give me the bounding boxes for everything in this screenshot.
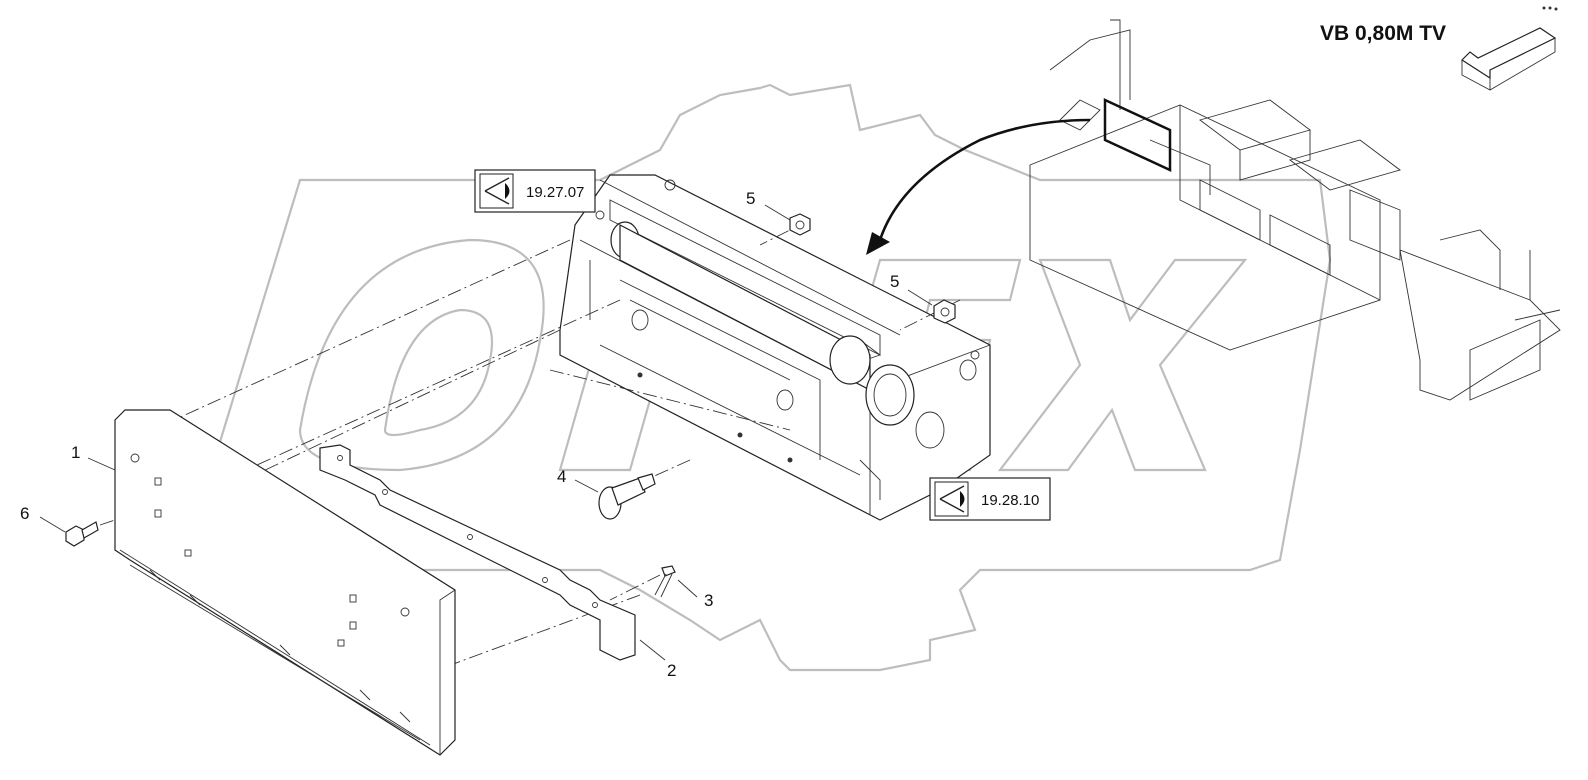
callout-2: 2 <box>667 661 676 680</box>
part-3-screw <box>654 565 676 598</box>
callout-1: 1 <box>71 443 80 462</box>
header-title: VB 0,80M TV <box>1320 22 1446 45</box>
part-4-bolt <box>598 473 656 520</box>
curved-pointer-arrow <box>866 118 1091 255</box>
callout-3: 3 <box>704 591 713 610</box>
view-reference-19-27-07[interactable]: 19.27.07 <box>474 169 596 213</box>
callout-6: 6 <box>20 504 29 523</box>
leader-lines <box>39 204 933 661</box>
callout-5-lower: 5 <box>890 272 899 291</box>
part-2-strip <box>319 444 636 661</box>
callout-4: 4 <box>557 467 566 486</box>
ref-label-19-27-07: 19.27.07 <box>526 184 584 201</box>
part-5-nut-lower <box>933 299 956 324</box>
part-1-cover-panel <box>114 409 456 756</box>
eye-view-icon <box>934 481 969 517</box>
machine-overview <box>1029 19 1561 401</box>
main-frame-assembly <box>559 174 991 521</box>
view-reference-19-28-10[interactable]: 19.28.10 <box>929 477 1051 521</box>
eye-view-icon <box>479 173 514 209</box>
part-6-bolt <box>65 521 99 547</box>
part-5-nut-upper <box>789 213 811 236</box>
callout-5-upper: 5 <box>746 189 755 208</box>
ref-label-19-28-10: 19.28.10 <box>981 492 1039 509</box>
direction-arrow-icon <box>1461 6 1558 91</box>
